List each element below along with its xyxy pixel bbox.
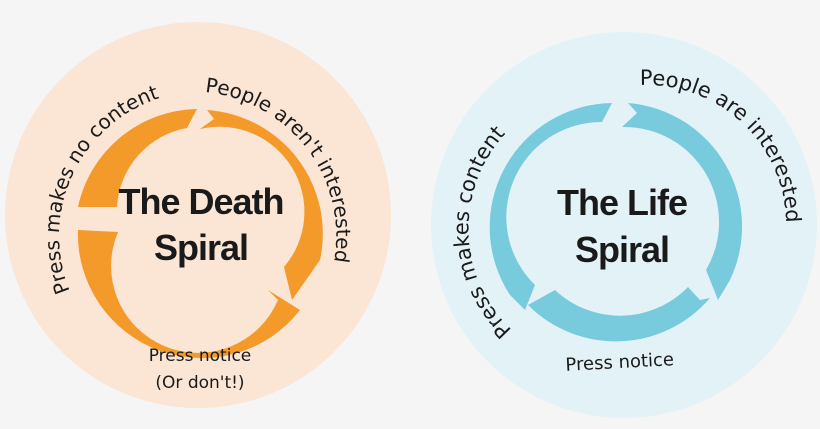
life-title-line2: Spiral [575, 229, 669, 270]
death-arrow-right [200, 110, 323, 300]
life-arrow-top-left [489, 103, 612, 310]
life-spiral: The Life Spiral Press makes content Peop… [431, 32, 817, 418]
life-spiral-background [431, 32, 817, 418]
life-title-line1: The Life [557, 182, 687, 223]
death-label-bottom-line2: (Or don't!) [155, 373, 244, 393]
life-arrow-right [622, 103, 743, 300]
death-arrow-top-left [78, 109, 197, 207]
death-label-bottom-line1: Press notice [149, 346, 252, 366]
death-title-line1: The Death [118, 181, 283, 222]
death-arrow-bottom [77, 230, 300, 359]
death-title-line2: Spiral [154, 227, 248, 268]
death-spiral: The Death Spiral Press makes no content … [5, 22, 391, 408]
life-arrow-bottom [528, 287, 710, 342]
